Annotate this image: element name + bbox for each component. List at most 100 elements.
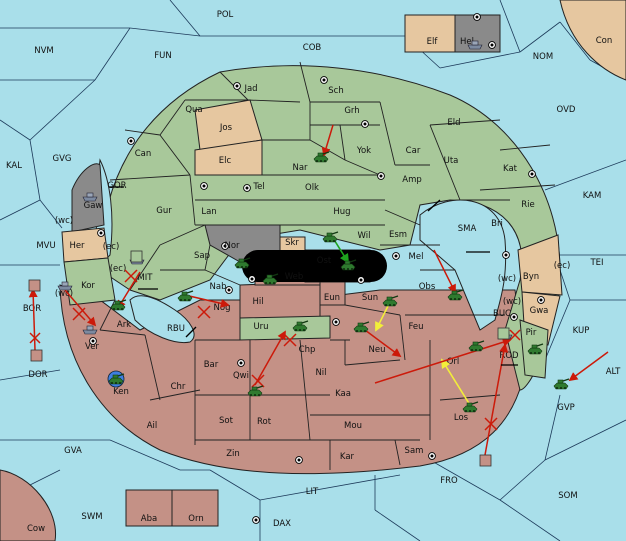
- label-byn: Byn: [523, 272, 539, 282]
- label-rie: Rie: [521, 200, 535, 210]
- label-tel: Tel: [252, 182, 264, 192]
- label-neu: Neu: [369, 345, 386, 355]
- label-jos: Jos: [219, 123, 233, 133]
- label-rot: Rot: [257, 417, 272, 427]
- label-qua: Qua: [185, 105, 202, 115]
- province-elf: [404, 14, 456, 53]
- label-ost: Ost: [317, 256, 332, 266]
- ken-unit-marker: [107, 370, 125, 388]
- label-hel: Hel: [460, 37, 474, 47]
- sea-rbu: [129, 295, 195, 344]
- province-uru: [239, 315, 331, 341]
- label-sma: SMA: [458, 224, 477, 234]
- label-ovd: OVD: [557, 105, 576, 115]
- label-wil: Wil: [358, 231, 371, 241]
- label-sap: Sap: [194, 251, 210, 261]
- label-car: Car: [406, 146, 421, 156]
- label-bri: Bri: [491, 219, 503, 229]
- label-qwi: Qwi: [233, 371, 249, 381]
- label-uru: Uru: [253, 322, 268, 332]
- label-buc: BUC: [493, 309, 511, 319]
- label-rbu: RBU: [167, 324, 185, 334]
- label-sun: Sun: [362, 293, 378, 303]
- label-orn: Orn: [188, 514, 203, 524]
- province-byn: [517, 234, 563, 296]
- label-los: Los: [454, 413, 469, 423]
- label-skr: Skr: [285, 238, 299, 248]
- label-nar: Nar: [292, 163, 308, 173]
- label-nvm: NVM: [34, 46, 54, 56]
- label-mou: Mou: [344, 421, 362, 431]
- label-fun: FUN: [154, 51, 171, 61]
- label-chp: Chp: [299, 345, 316, 355]
- units: [28, 40, 570, 467]
- label-cow: Cow: [27, 524, 45, 534]
- label-bor: BOR: [23, 304, 41, 314]
- label-esm: Esm: [389, 230, 407, 240]
- coast-label-gwa-wc: (wc): [503, 297, 521, 307]
- coast-label-her-ec: (ec): [103, 242, 120, 252]
- label-can: Can: [135, 149, 152, 159]
- label-nil: Nil: [315, 368, 326, 378]
- label-nom: NOM: [533, 52, 553, 62]
- label-eun: Eun: [324, 293, 340, 303]
- label-nog: Nog: [214, 303, 231, 313]
- label-con: Con: [596, 36, 613, 46]
- label-gaw: Gaw: [84, 201, 103, 211]
- label-kor: Kor: [81, 281, 95, 291]
- coast-label-kor-ec: (ec): [110, 264, 127, 274]
- label-ark: Ark: [117, 320, 131, 330]
- label-olk: Olk: [305, 183, 319, 193]
- label-kat: Kat: [503, 164, 518, 174]
- label-elc: Elc: [219, 156, 232, 166]
- label-gvp: GVP: [557, 403, 575, 413]
- sea-sma: [419, 199, 507, 331]
- label-gor: GOR: [107, 181, 126, 191]
- coast-label-byn-ec: (ec): [554, 261, 571, 271]
- label-swm: SWM: [81, 512, 102, 522]
- label-zin: Zin: [226, 449, 240, 459]
- label-rod: ROD: [499, 351, 519, 361]
- label-elf: Elf: [427, 37, 439, 47]
- label-amp: Amp: [402, 175, 422, 185]
- label-mel: Mel: [409, 252, 424, 262]
- coast-label-her-wc: (wc): [55, 216, 73, 226]
- label-aba: Aba: [141, 514, 157, 524]
- label-mvu: MVU: [36, 241, 55, 251]
- label-nab: Nab: [210, 282, 227, 292]
- label-web: Web: [285, 272, 304, 282]
- label-yok: Yok: [356, 146, 371, 156]
- label-pir: Pir: [526, 328, 537, 338]
- label-som: SOM: [558, 491, 577, 501]
- label-dor: DOR: [28, 370, 47, 380]
- coast-label-byn-wc: (wc): [498, 274, 516, 284]
- label-kup: KUP: [573, 326, 590, 336]
- label-orl: Orl: [447, 357, 460, 367]
- label-kam: KAM: [583, 191, 602, 201]
- label-mit: MIT: [137, 273, 153, 283]
- label-nor: Nor: [224, 241, 240, 251]
- label-gva: GVA: [64, 446, 82, 456]
- label-kal: KAL: [6, 161, 22, 171]
- orders: [28, 124, 609, 456]
- province-borders: [99, 61, 556, 470]
- label-kar: Kar: [340, 452, 355, 462]
- label-kaa: Kaa: [335, 389, 351, 399]
- label-chr: Chr: [171, 382, 186, 392]
- label-cob: COB: [303, 43, 322, 53]
- label-gur: Gur: [156, 206, 172, 216]
- label-ail: Ail: [147, 421, 158, 431]
- label-sot: Sot: [219, 416, 234, 426]
- label-pol: POL: [217, 10, 234, 20]
- label-alt: ALT: [606, 367, 621, 377]
- label-gwa: Gwa: [530, 306, 549, 316]
- label-obs: Obs: [419, 282, 436, 292]
- province-orn: [171, 489, 219, 527]
- label-uta: Uta: [444, 156, 459, 166]
- label-ken: Ken: [113, 387, 129, 397]
- label-bar: Bar: [204, 360, 219, 370]
- label-her: Her: [69, 241, 85, 251]
- label-lit: LIT: [306, 487, 319, 497]
